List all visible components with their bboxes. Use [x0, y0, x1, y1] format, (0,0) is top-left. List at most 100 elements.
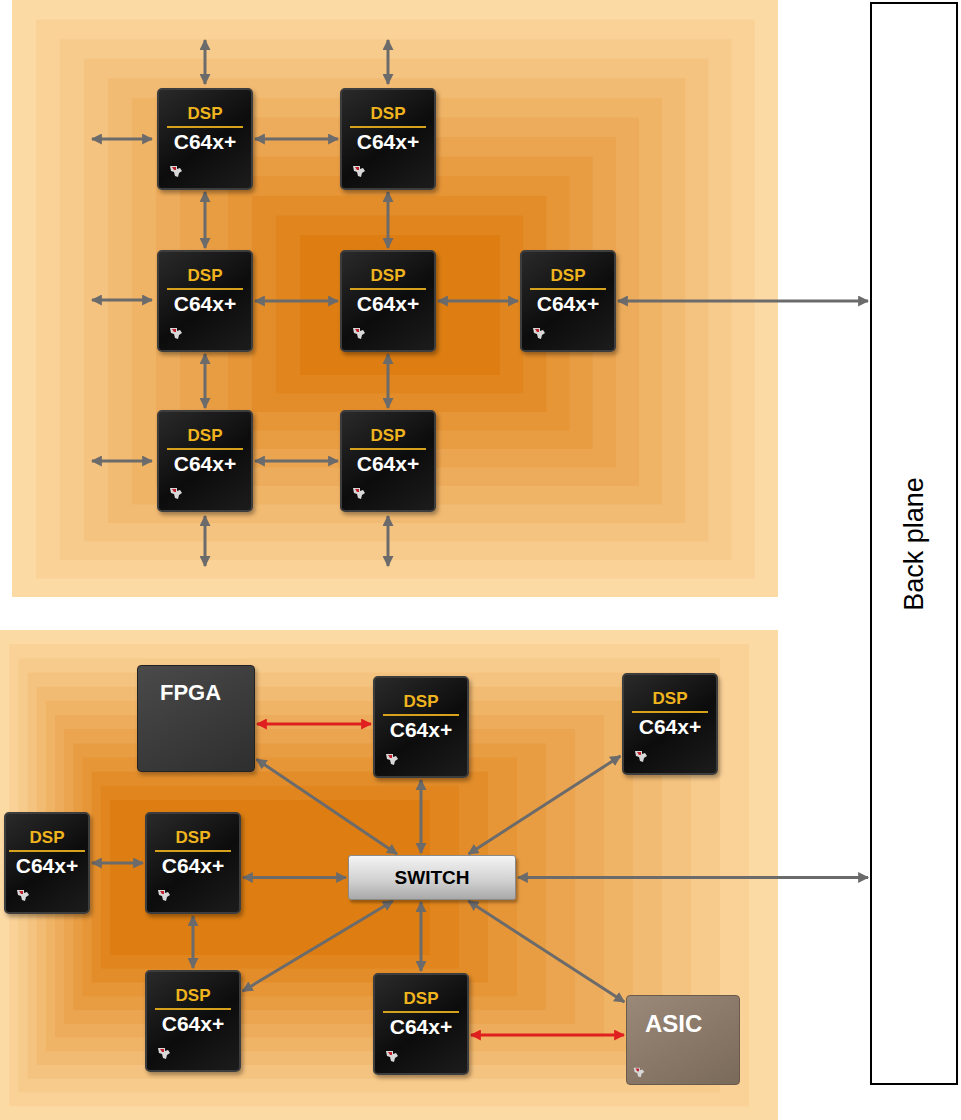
- panel-shade: [276, 215, 523, 393]
- dsp-chip: DSP C64x+: [373, 973, 469, 1075]
- ti-logo: [351, 163, 367, 179]
- link-arrow: [192, 916, 195, 968]
- panel-shade: [0, 630, 778, 1120]
- ti-logo: [168, 325, 184, 341]
- chip-model: C64x+: [357, 452, 419, 476]
- link-arrow: [255, 138, 338, 141]
- asic-chip: ASIC: [626, 995, 740, 1085]
- dsp-chip: DSP C64x+: [145, 970, 241, 1072]
- ti-logo: [384, 1048, 400, 1064]
- ti-logo: [633, 748, 649, 764]
- chip-divider: [350, 288, 426, 290]
- chip-model: C64x+: [174, 292, 236, 316]
- link-arrow: [420, 780, 423, 853]
- link-arrow: [255, 460, 338, 463]
- link-arrow: [468, 901, 624, 1002]
- chip-divider: [383, 714, 459, 716]
- chip-label: DSP: [404, 692, 439, 711]
- ti-logo: [168, 163, 184, 179]
- link-arrow: [420, 902, 423, 971]
- ti-logo: [156, 1045, 172, 1061]
- dsp-chip: DSPC64x+: [157, 88, 253, 190]
- link-arrow: [243, 901, 393, 991]
- dsp-chip: DSP C64x+: [520, 250, 616, 352]
- ti-logo: [384, 751, 400, 767]
- chip-label: DSP: [551, 266, 586, 285]
- chip-label: DSP: [404, 989, 439, 1008]
- link-arrow: [204, 192, 207, 248]
- chip-model: C64x+: [390, 718, 452, 742]
- panel-shade: [92, 772, 488, 983]
- chip-divider: [350, 126, 426, 128]
- chip-label: DSP: [371, 426, 406, 445]
- stub-arrow: [92, 299, 152, 302]
- dsp-chip: DSPC64x+: [157, 410, 253, 512]
- chip-divider: [383, 1011, 459, 1013]
- dsp-chip: DSP C64x+: [4, 812, 90, 914]
- chip-divider: [530, 288, 606, 290]
- chip-model: C64x+: [639, 715, 701, 739]
- panel-shade: [300, 235, 500, 375]
- chip-model: C64x+: [537, 292, 599, 316]
- dsp-chip: DSP C64x+: [373, 676, 469, 778]
- link-arrow: [243, 876, 346, 879]
- chip-model: C64x+: [16, 854, 78, 878]
- stub-arrow: [387, 516, 390, 566]
- dsp-chip: DSP C64x+: [340, 410, 436, 512]
- link-arrow: [387, 354, 390, 408]
- dsp-chip: DSPC64x+: [340, 88, 436, 190]
- chip-divider: [167, 288, 243, 290]
- chip-divider: [155, 1008, 231, 1010]
- link-arrow: [438, 300, 518, 303]
- panel-shade: [73, 743, 546, 1010]
- chip-label: DSP: [30, 828, 65, 847]
- chip-model: C64x+: [162, 854, 224, 878]
- stub-arrow: [204, 40, 207, 84]
- chip-label: DSP: [188, 266, 223, 285]
- chip-label: DSP: [653, 689, 688, 708]
- panel-shade: [37, 687, 662, 1065]
- chip-model: C64x+: [174, 130, 236, 154]
- link-arrow: [387, 192, 390, 248]
- chip-model: C64x+: [357, 292, 419, 316]
- panel-shade: [9, 644, 749, 1106]
- chip-model: C64x+: [390, 1015, 452, 1039]
- chip-divider: [167, 448, 243, 450]
- switch-box: SWITCH: [348, 855, 516, 900]
- dsp-chip: DSP C64x+: [622, 673, 718, 775]
- panel-shade: [228, 176, 570, 430]
- chip-model: C64x+: [357, 130, 419, 154]
- link-arrow: [255, 300, 338, 303]
- link-arrow: [92, 862, 143, 865]
- chip-divider: [9, 850, 85, 852]
- panel-shade: [83, 758, 518, 997]
- panel-shade: [252, 196, 546, 412]
- panel-shade: [64, 729, 575, 1024]
- chip-label: FPGA: [160, 680, 221, 705]
- ti-logo: [156, 887, 172, 903]
- chip-divider: [632, 711, 708, 713]
- dsp-chip: DSPC64x+: [340, 250, 436, 352]
- chip-model: C64x+: [174, 452, 236, 476]
- stub-arrow: [92, 138, 152, 141]
- chip-label: Back plane: [899, 477, 930, 611]
- panel-shade: [28, 673, 692, 1079]
- stub-arrow: [387, 40, 390, 84]
- link-arrow: [518, 876, 868, 879]
- stub-arrow: [92, 460, 152, 463]
- direct-link: [471, 1034, 624, 1037]
- chip-label: SWITCH: [395, 867, 470, 889]
- chip-label: DSP: [176, 828, 211, 847]
- chip-label: ASIC: [645, 1010, 702, 1037]
- chip-label: DSP: [176, 986, 211, 1005]
- dsp-chip: DSP C64x+: [157, 250, 253, 352]
- ti-logo: [351, 325, 367, 341]
- chip-model: C64x+: [162, 1012, 224, 1036]
- ti-logo: [351, 485, 367, 501]
- link-arrow: [618, 300, 868, 303]
- link-arrow: [469, 756, 621, 854]
- link-arrow: [204, 354, 207, 408]
- panel-shade: [36, 20, 755, 579]
